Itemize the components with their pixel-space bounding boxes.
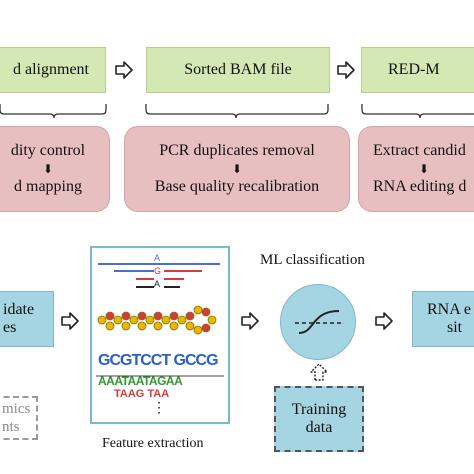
alignment-letter-g: G [154, 266, 162, 276]
extract-candidates-label: Extract candid [373, 142, 466, 160]
ml-classifier-circle [280, 284, 356, 360]
rna-label-line2: sit [447, 319, 463, 336]
sorted-bam-box: Sorted BAM file [146, 47, 330, 93]
alignment-letter-a2: A [154, 279, 161, 289]
red-ml-box: RED-M [361, 47, 474, 93]
candidate-label-line1: idate [3, 300, 35, 318]
omics-elements-box: mics nts [0, 396, 38, 440]
base-quality-label: Base quality recalibration [154, 178, 320, 195]
training-label-line2: data [305, 419, 333, 436]
read-alignment-box: d alignment [0, 47, 106, 93]
read-alignment-label: d alignment [13, 61, 89, 78]
rna-label-line1: RNA e [427, 300, 471, 318]
down-arrow-icon: ⬇ [231, 162, 243, 176]
down-arrow-icon: ⬇ [42, 162, 54, 176]
sequence-logo-row1: GCGTCCT GCCG [98, 352, 219, 369]
sigmoid-icon [295, 310, 343, 334]
omics-label-line1: mics [2, 401, 31, 417]
down-arrow-icon: ⬇ [419, 162, 430, 176]
quality-control-label: dity control [10, 142, 86, 160]
ml-classification-label: ML classification [260, 252, 365, 268]
arrow-right-icon [241, 312, 259, 330]
pcr-duplicates-box: PCR duplicates removal ⬇ Base quality re… [124, 126, 350, 212]
candidate-label-line2: es [3, 319, 17, 336]
rna-editing-detection-label: RNA editing d [373, 178, 467, 195]
omics-label-line2: nts [2, 419, 20, 435]
alignment-letter-a1: A [154, 253, 161, 263]
quality-control-box: dity control ⬇ d mapping [0, 126, 110, 212]
feature-illustration [96, 263, 224, 377]
feature-extraction-label: Feature extraction [102, 436, 204, 451]
feature-extraction-panel: A G A GCGTCCT GCCG AAATAATAGAA TAAG TAA … [90, 246, 230, 424]
arrow-right-icon [115, 61, 133, 79]
extract-candidates-box: Extract candid ⬇ RNA editing d [358, 126, 474, 212]
sequence-logo-row3: TAAG TAA [114, 388, 170, 400]
arrow-right-icon [337, 61, 355, 79]
training-label-line1: Training [291, 400, 347, 418]
training-data-box: Training data [274, 386, 364, 452]
ellipsis-icon: ⋮ [152, 401, 166, 416]
rna-editing-sites-box: RNA e sit [412, 291, 474, 347]
sorted-bam-label: Sorted BAM file [184, 61, 292, 78]
arrow-up-icon [310, 363, 328, 381]
pcr-duplicates-label: PCR duplicates removal [159, 142, 315, 160]
read-mapping-label: d mapping [14, 178, 82, 195]
candidate-sites-box: idate es [0, 291, 54, 347]
arrow-right-icon [61, 312, 79, 330]
arrow-right-icon [375, 312, 393, 330]
red-ml-label: RED-M [388, 61, 440, 78]
sequence-logo-row2: AAATAATAGAA [98, 374, 183, 388]
